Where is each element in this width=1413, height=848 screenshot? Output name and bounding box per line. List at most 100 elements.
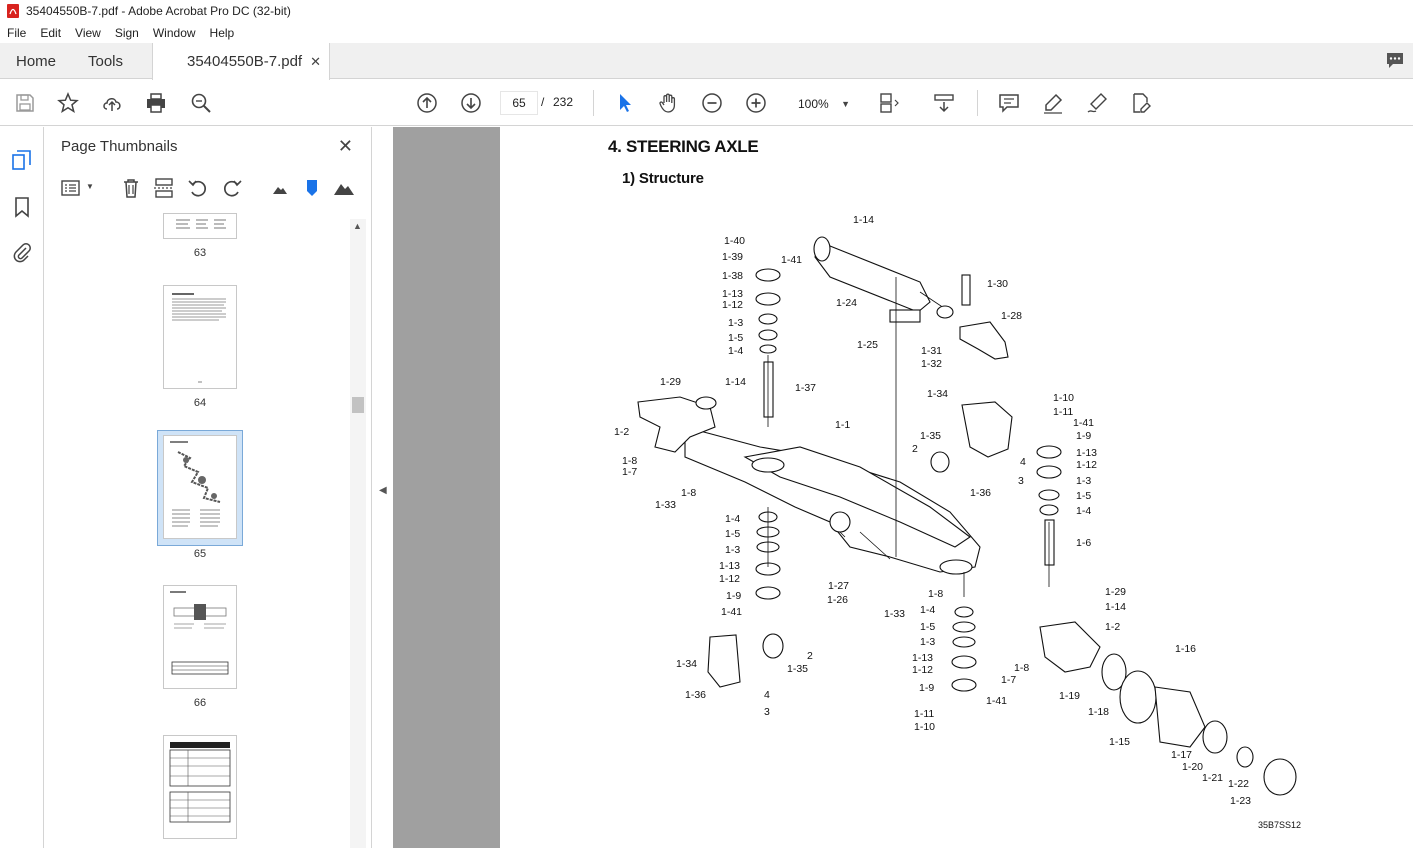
title-bar: 35404550B-7.pdf - Adobe Acrobat Pro DC (… xyxy=(0,0,1413,22)
part-label: 1-35 xyxy=(920,430,941,442)
part-label: 1-41 xyxy=(1073,417,1094,429)
part-label: 1-33 xyxy=(655,499,676,511)
part-label: 1-12 xyxy=(1076,459,1097,471)
part-label: 1-30 xyxy=(987,278,1008,290)
part-callouts: 1-14 1-40 1-39 1-41 1-38 1-13 1-12 1-3 1… xyxy=(614,214,1251,807)
part-label: 1-9 xyxy=(919,682,934,694)
part-label: 1-4 xyxy=(725,513,740,525)
part-label: 1-13 xyxy=(1076,447,1097,459)
next-page-icon[interactable] xyxy=(460,92,482,114)
scroll-mode-icon[interactable] xyxy=(933,92,955,114)
part-label: 1-35 xyxy=(787,663,808,675)
add-comment-icon[interactable] xyxy=(998,92,1020,114)
tab-home[interactable]: Home xyxy=(16,52,57,70)
main-toolbar: 65 / 232 100% ▼ xyxy=(0,80,1413,126)
previous-page-icon[interactable] xyxy=(416,92,438,114)
menu-edit[interactable]: Edit xyxy=(40,25,62,40)
part-label: 1-4 xyxy=(728,345,743,357)
close-tab-icon[interactable]: ✕ xyxy=(310,54,321,69)
thumbnail-preview xyxy=(172,293,226,383)
part-label: 1-32 xyxy=(921,358,942,370)
zoom-search-icon[interactable] xyxy=(190,92,212,114)
part-label: 1-17 xyxy=(1171,749,1192,761)
thumbnail-page-67[interactable] xyxy=(163,735,237,839)
part-label: 1-16 xyxy=(1175,643,1196,655)
tab-tools[interactable]: Tools xyxy=(88,52,124,70)
menu-window[interactable]: Window xyxy=(152,25,196,40)
attachment-paperclip-icon[interactable] xyxy=(11,242,33,264)
close-panel-icon[interactable]: ✕ xyxy=(337,136,353,156)
star-bookmark-icon[interactable] xyxy=(57,92,79,114)
left-navigation-rail xyxy=(0,127,44,848)
page-thumbnails-icon[interactable] xyxy=(11,149,33,171)
part-label: 2 xyxy=(807,650,813,662)
thumbnail-page-65[interactable] xyxy=(163,435,237,539)
bookmark-icon[interactable] xyxy=(11,196,33,218)
part-label: 1-23 xyxy=(1230,795,1251,807)
part-label: 1-20 xyxy=(1182,761,1203,773)
window-title: 35404550B-7.pdf - Adobe Acrobat Pro DC (… xyxy=(26,4,291,18)
page-number-input[interactable]: 65 xyxy=(500,91,538,115)
upload-cloud-icon[interactable] xyxy=(101,92,123,114)
part-label: 1-24 xyxy=(836,297,857,309)
page-separator: / xyxy=(541,95,545,109)
save-icon[interactable] xyxy=(14,92,36,114)
part-label: 1-3 xyxy=(728,317,743,329)
print-icon[interactable] xyxy=(145,92,167,114)
zoom-out-icon[interactable] xyxy=(701,92,723,114)
menu-bar: File Edit View Sign Window Help xyxy=(0,22,1413,43)
select-cursor-icon[interactable] xyxy=(614,92,636,114)
rotate-counterclockwise-icon[interactable] xyxy=(187,177,209,199)
options-chevron-down-icon[interactable]: ▼ xyxy=(86,182,94,191)
part-label: 1-34 xyxy=(676,658,697,670)
thumbnail-scrollbar[interactable]: ▲ xyxy=(350,219,366,848)
figure-reference-code: 35B7SS12 xyxy=(1258,820,1301,830)
comment-bubble-icon[interactable] xyxy=(1385,52,1405,70)
delete-trash-icon[interactable] xyxy=(120,177,142,199)
collapse-panel-arrow-icon[interactable]: ◀ xyxy=(379,485,387,496)
zoom-level-select[interactable]: 100% ▼ xyxy=(789,91,857,115)
part-label: 1-14 xyxy=(853,214,874,226)
section-heading: 4. STEERING AXLE xyxy=(608,137,759,156)
thumbnail-page-66[interactable] xyxy=(163,585,237,689)
part-label: 1-9 xyxy=(1076,430,1091,442)
fit-page-icon[interactable] xyxy=(878,92,900,114)
page-marker-icon[interactable] xyxy=(301,177,323,199)
thumbnail-page-64[interactable] xyxy=(163,285,237,389)
part-label: 1-27 xyxy=(828,580,849,592)
tab-document[interactable]: 35404550B-7.pdf ✕ xyxy=(152,43,330,80)
part-label: 1-8 xyxy=(622,455,637,467)
steering-cylinder-drawing xyxy=(813,236,954,323)
scrollbar-thumb[interactable] xyxy=(352,397,364,413)
part-label: 1-4 xyxy=(920,604,935,616)
thumbnail-page-63[interactable] xyxy=(163,213,237,239)
edit-pdf-icon[interactable] xyxy=(1130,92,1152,114)
thumbnail-size-small-icon[interactable] xyxy=(269,177,291,199)
scroll-up-icon[interactable]: ▲ xyxy=(353,221,362,231)
part-label: 1-21 xyxy=(1202,772,1223,784)
part-label: 1-7 xyxy=(622,466,637,478)
panel-collapse-gutter[interactable]: ◀ xyxy=(373,127,393,848)
hand-pan-icon[interactable] xyxy=(657,92,679,114)
options-menu-icon[interactable] xyxy=(61,177,83,199)
thumbnail-size-large-icon[interactable] xyxy=(333,177,355,199)
fill-sign-icon[interactable] xyxy=(1086,92,1108,114)
menu-sign[interactable]: Sign xyxy=(114,25,139,40)
section-subheading: 1) Structure xyxy=(622,170,704,187)
part-label: 1-11 xyxy=(914,708,934,720)
menu-file[interactable]: File xyxy=(7,25,27,40)
part-label: 1-37 xyxy=(795,382,816,394)
toolbar-divider xyxy=(593,90,594,116)
extract-pages-icon[interactable] xyxy=(153,177,175,199)
part-label: 1-9 xyxy=(726,590,741,602)
right-knuckle-hub-drawing xyxy=(1039,621,1297,796)
part-label: 1-29 xyxy=(1105,586,1126,598)
menu-help[interactable]: Help xyxy=(209,25,235,40)
zoom-in-icon[interactable] xyxy=(745,92,767,114)
part-label: 1-2 xyxy=(1105,621,1120,633)
rotate-clockwise-icon[interactable] xyxy=(221,177,243,199)
tab-bar: Home Tools 35404550B-7.pdf ✕ xyxy=(0,43,1413,80)
menu-view[interactable]: View xyxy=(75,25,101,40)
highlight-pen-icon[interactable] xyxy=(1042,92,1064,114)
thumbnail-preview xyxy=(170,441,221,527)
